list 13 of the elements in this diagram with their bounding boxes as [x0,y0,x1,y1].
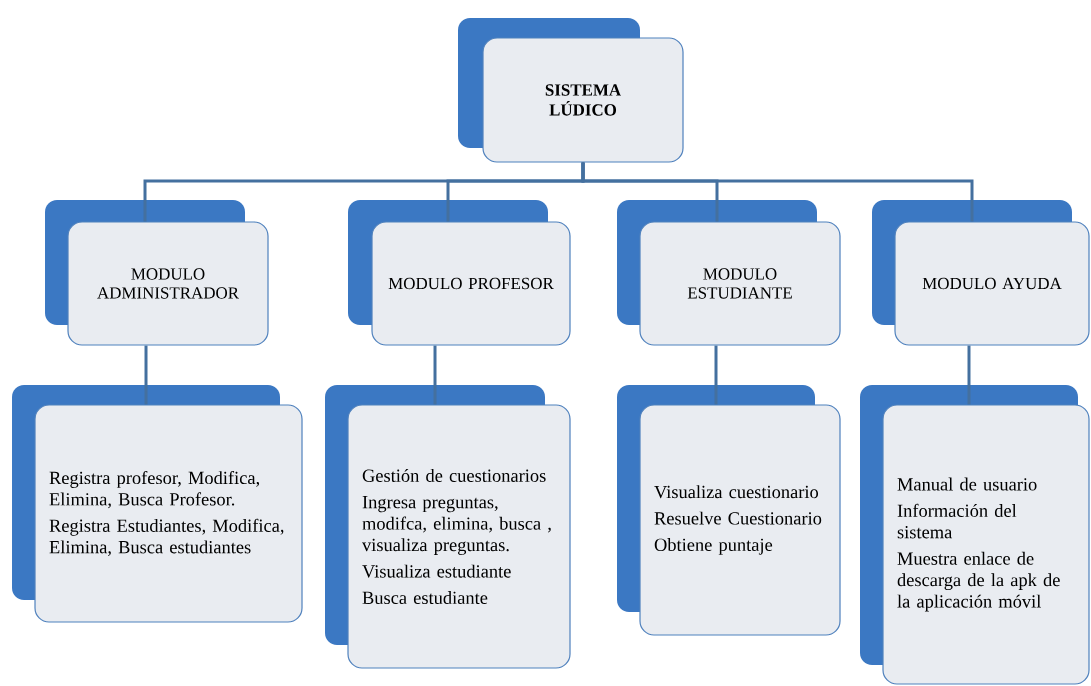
module-box: MODULO AYUDA [872,200,1090,346]
detail-box: Registra profesor, Modifica, Elimina, Busca Profesor. Registra Estudiantes, Modifica, Elimina, Busca estudiantes [12,385,303,623]
detail-box: Manual de usuario Información del sistema Muestra enlace de descarga de la apk de la aplicación móvil [860,385,1090,685]
connector-line [967,345,971,405]
title-box: SISTEMA LÚDICO [458,18,684,163]
detail-box: Gestión de cuestionarios Ingresa preguntas, modifca, elimina, busca , visualiza preguntas. Visualiza estudiante Busca estudiante [325,385,571,669]
connector-line [144,345,148,405]
module-box: MODULO ESTUDIANTE [617,200,841,346]
connector-line [714,345,718,405]
module-box: MODULO ADMINISTRADOR [45,200,269,346]
connector-line [433,345,437,405]
module-box: MODULO PROFESOR [348,200,571,346]
detail-box: Visualiza cuestionario Resuelve Cuestionario Obtiene puntaje [617,385,841,636]
